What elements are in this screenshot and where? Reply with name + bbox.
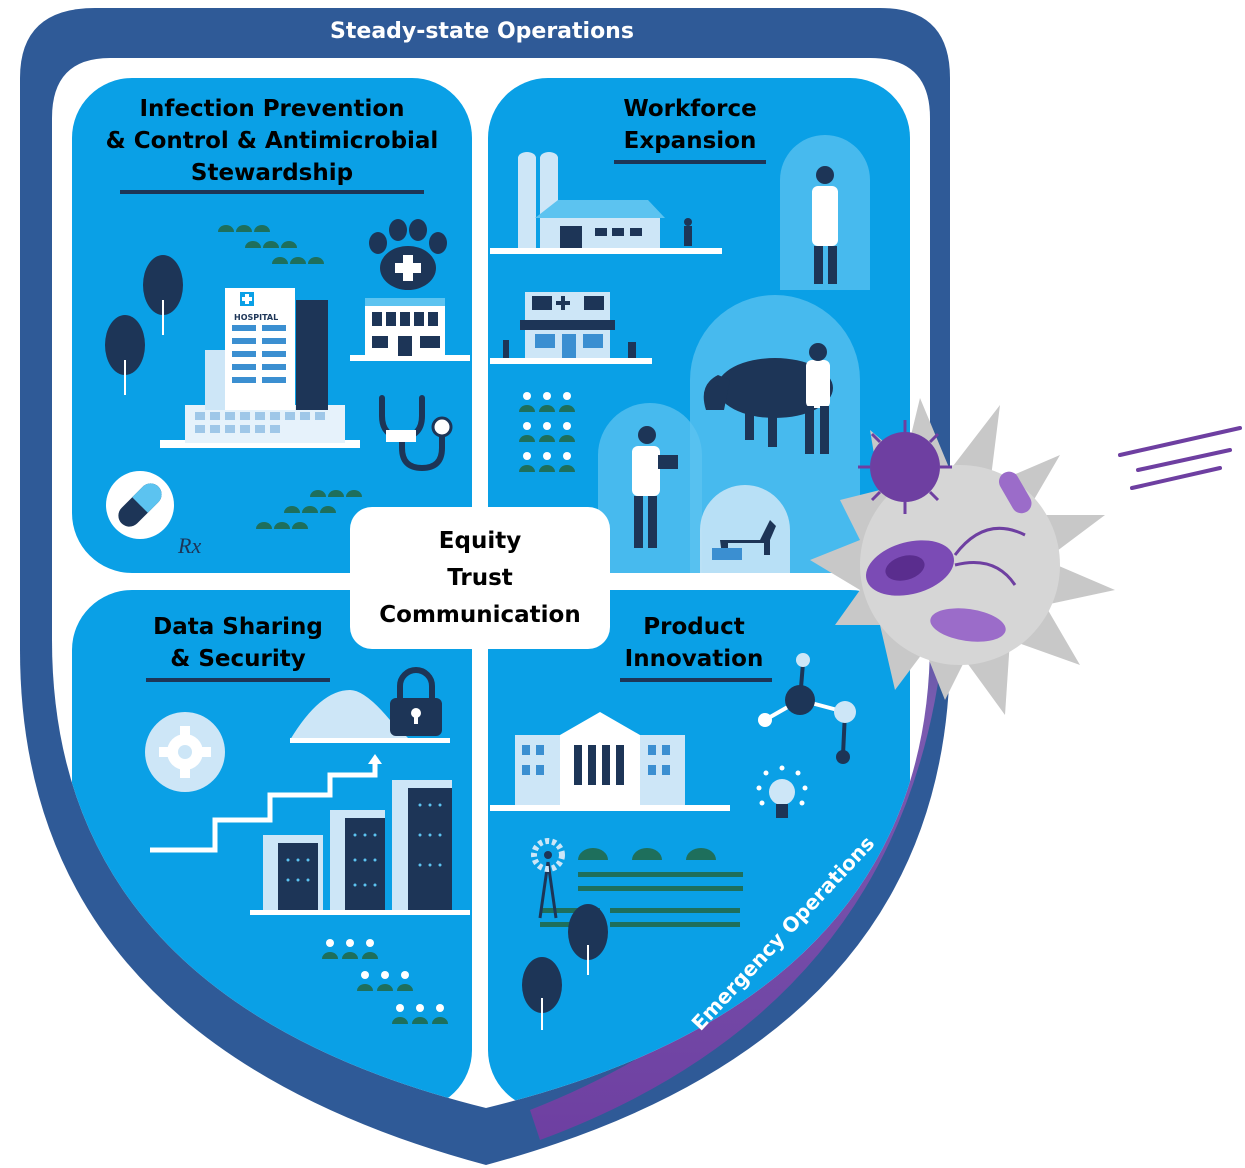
br-underline — [620, 678, 772, 682]
hospital-sign: HOSPITAL — [234, 313, 278, 322]
bl-underline — [146, 678, 330, 682]
tl-title-line2: & Control & Antimicrobial — [106, 128, 439, 154]
pill-icon — [106, 471, 174, 539]
center-card — [350, 507, 610, 649]
farm-illustration — [490, 152, 722, 254]
lightbulb-icon — [756, 765, 808, 818]
tl-title-line3: Stewardship — [191, 160, 353, 186]
br-title-line1: Product — [643, 614, 744, 640]
mountain-icon — [290, 690, 450, 743]
bl-title-line2: & Security — [170, 646, 305, 672]
center-line1: Equity — [439, 528, 521, 554]
stethoscope-icon — [379, 395, 453, 472]
tree-icon — [522, 904, 608, 1030]
gear-icon — [145, 712, 225, 792]
paw-icon — [369, 219, 447, 290]
crop-rows-icon — [218, 225, 362, 529]
lock-icon — [390, 667, 442, 736]
virus-cluster-icon — [810, 398, 1115, 715]
tl-title-line1: Infection Prevention — [139, 96, 404, 122]
tree-icon — [105, 255, 183, 395]
shop-building — [490, 292, 652, 364]
rx-label: Rx — [177, 533, 201, 558]
center-line3: Communication — [379, 602, 580, 628]
windmill-icon — [531, 838, 565, 919]
tl-underline — [120, 190, 424, 194]
university-building — [490, 712, 730, 811]
clinic-building — [350, 298, 470, 361]
tr-title-line1: Workforce — [623, 96, 756, 122]
hospital-illustration: HOSPITAL — [160, 288, 360, 448]
br-title-line2: Innovation — [625, 646, 764, 672]
dogs-dome — [700, 485, 790, 573]
motion-lines — [1118, 426, 1242, 490]
steady-state-banner: Steady-state Operations — [330, 19, 634, 44]
center-line2: Trust — [447, 565, 513, 591]
crop-grid-icon — [519, 392, 575, 472]
farm-fields-icon — [540, 848, 743, 927]
lab-worker-dome — [598, 403, 702, 573]
crop-dots-icon — [322, 939, 448, 1024]
molecule-icon — [758, 653, 856, 764]
vet-worker-dome — [780, 135, 870, 290]
tr-title-line2: Expansion — [624, 128, 757, 154]
bl-title-line1: Data Sharing — [153, 614, 323, 640]
growth-stairs-icon — [150, 754, 470, 915]
tr-underline — [614, 160, 766, 164]
